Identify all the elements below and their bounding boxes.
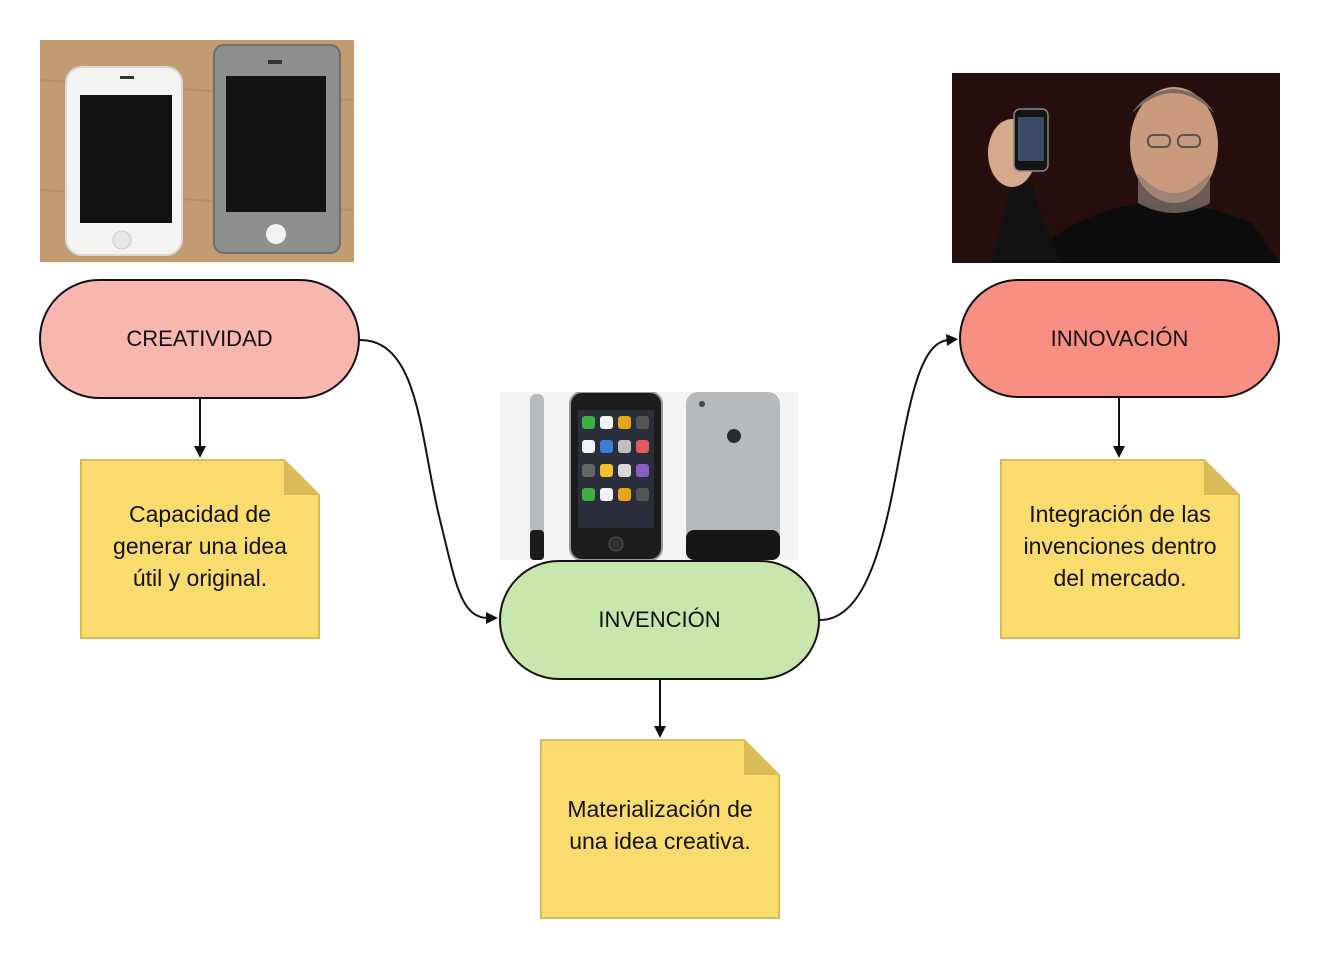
edge-creatividad-to-invencion (359, 339, 489, 619)
note-creatividad-line-2: generar una idea (113, 533, 287, 559)
node-innovacion-label: INNOVACIÓN (1050, 325, 1189, 351)
node-invencion: INVENCIÓN (499, 560, 820, 680)
edge-invencion-to-innovacion (819, 339, 951, 621)
node-invencion-label: INVENCIÓN (598, 607, 721, 632)
note-creatividad-line-1: Capacidad de (129, 501, 271, 527)
note-innovacion-line-1: Integración de las (1029, 501, 1211, 527)
note-innovacion-line-3: del mercado. (1053, 565, 1187, 591)
note-invencion-line-1: Materialización de (567, 796, 753, 822)
note-invencion-line-2: una idea creativa. (569, 828, 751, 854)
edge-innovacion-to-note (1113, 398, 1125, 458)
note-creatividad: Capacidad de generar una idea útil y ori… (80, 459, 320, 639)
node-innovacion: INNOVACIÓN (959, 279, 1280, 398)
note-invencion: Materialización de una idea creativa. (540, 739, 780, 919)
node-creatividad: CREATIVIDAD (39, 279, 360, 399)
arrowhead-invencion (486, 612, 498, 624)
note-innovacion: Integración de las invenciones dentro de… (1000, 459, 1240, 639)
presenter-holding-phone-photo (952, 73, 1280, 263)
prototype-phones-photo (39, 40, 355, 262)
edge-invencion-to-note (654, 680, 666, 738)
arrowhead-innovacion (946, 334, 958, 346)
original-iphone-photo (500, 391, 798, 561)
note-innovacion-line-2: invenciones dentro (1023, 533, 1217, 559)
node-creatividad-label: CREATIVIDAD (126, 326, 273, 351)
note-creatividad-line-3: útil y original. (132, 565, 268, 591)
edge-creatividad-to-note (194, 399, 206, 458)
